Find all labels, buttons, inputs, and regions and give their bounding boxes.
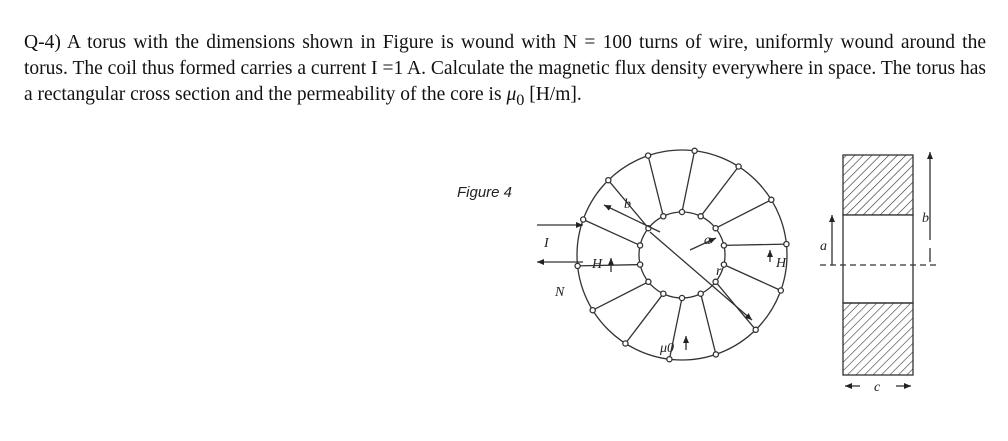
label-b-torus: b [624,197,631,212]
torus-outer-circle [576,149,788,361]
winding-turn [577,263,641,267]
winding-turn [723,243,787,247]
winding-node [636,261,644,268]
winding-node [712,278,719,286]
outer-radius-arrow [603,204,661,233]
cross-section-gap [842,214,914,304]
winding-node [783,240,790,248]
question-lead: Q-4) A torus with the dimensions shown i… [24,32,986,105]
winding-node [666,355,673,363]
figure-caption: Figure 4 [457,184,513,201]
winding-node [777,287,785,294]
cross-section-bottom [842,302,914,376]
label-b-cross: b [922,211,929,226]
winding-node [605,176,612,184]
winding-node [644,152,652,159]
winding-node [636,242,644,249]
winding-node [645,278,652,286]
winding-node [735,163,742,170]
label-current-I: I [543,236,550,251]
winding-node [678,294,686,302]
cross-section-labels: a b c [820,211,929,395]
label-a-cross: a [820,239,827,254]
mu-symbol: μ [506,84,517,105]
winding-node [720,242,728,249]
winding-node [720,261,728,268]
inner-radius-arrow [689,237,717,251]
winding-turn [681,150,696,213]
label-turns-N: N [554,285,565,300]
winding-node [660,290,667,297]
winding-node [712,351,720,358]
label-h-right: H [775,256,787,271]
label-r: r [716,264,722,279]
winding-turn [582,218,641,246]
winding-node [574,262,581,270]
winding-turn [592,281,649,311]
winding-turn [668,297,683,360]
winding-turn [624,293,664,344]
mu-subscript: 0 [516,90,525,109]
torus-diagram [537,147,790,363]
torus-labels: b I N H a r H μ0 [543,197,787,356]
winding-node [768,196,775,204]
winding-node [697,213,704,220]
question-text: Q-4) A torus with the dimensions shown i… [24,30,986,113]
label-mu0: μ0 [659,341,674,356]
label-a-inner: a [704,233,711,248]
winding-node [579,216,587,223]
winding-node [697,290,704,297]
r-radius-arrow [649,231,753,321]
winding-node [691,147,698,155]
question-tail: [H/m]. [524,84,582,105]
winding-turn [700,166,740,217]
winding-turn [715,199,772,229]
winding-node [589,306,596,314]
winding-node [678,208,686,216]
torus-windings [574,147,790,363]
cross-section-diagram [820,152,940,389]
winding-node [752,326,759,334]
winding-turn [607,179,649,229]
winding-turn [700,293,717,355]
label-h-left: H [591,257,603,272]
winding-node [660,213,667,220]
winding-turn [647,155,664,217]
winding-node [622,340,629,347]
winding-node [712,224,719,232]
cross-section-top [842,154,914,216]
winding-turn [723,264,782,292]
label-c-cross: c [874,380,881,395]
